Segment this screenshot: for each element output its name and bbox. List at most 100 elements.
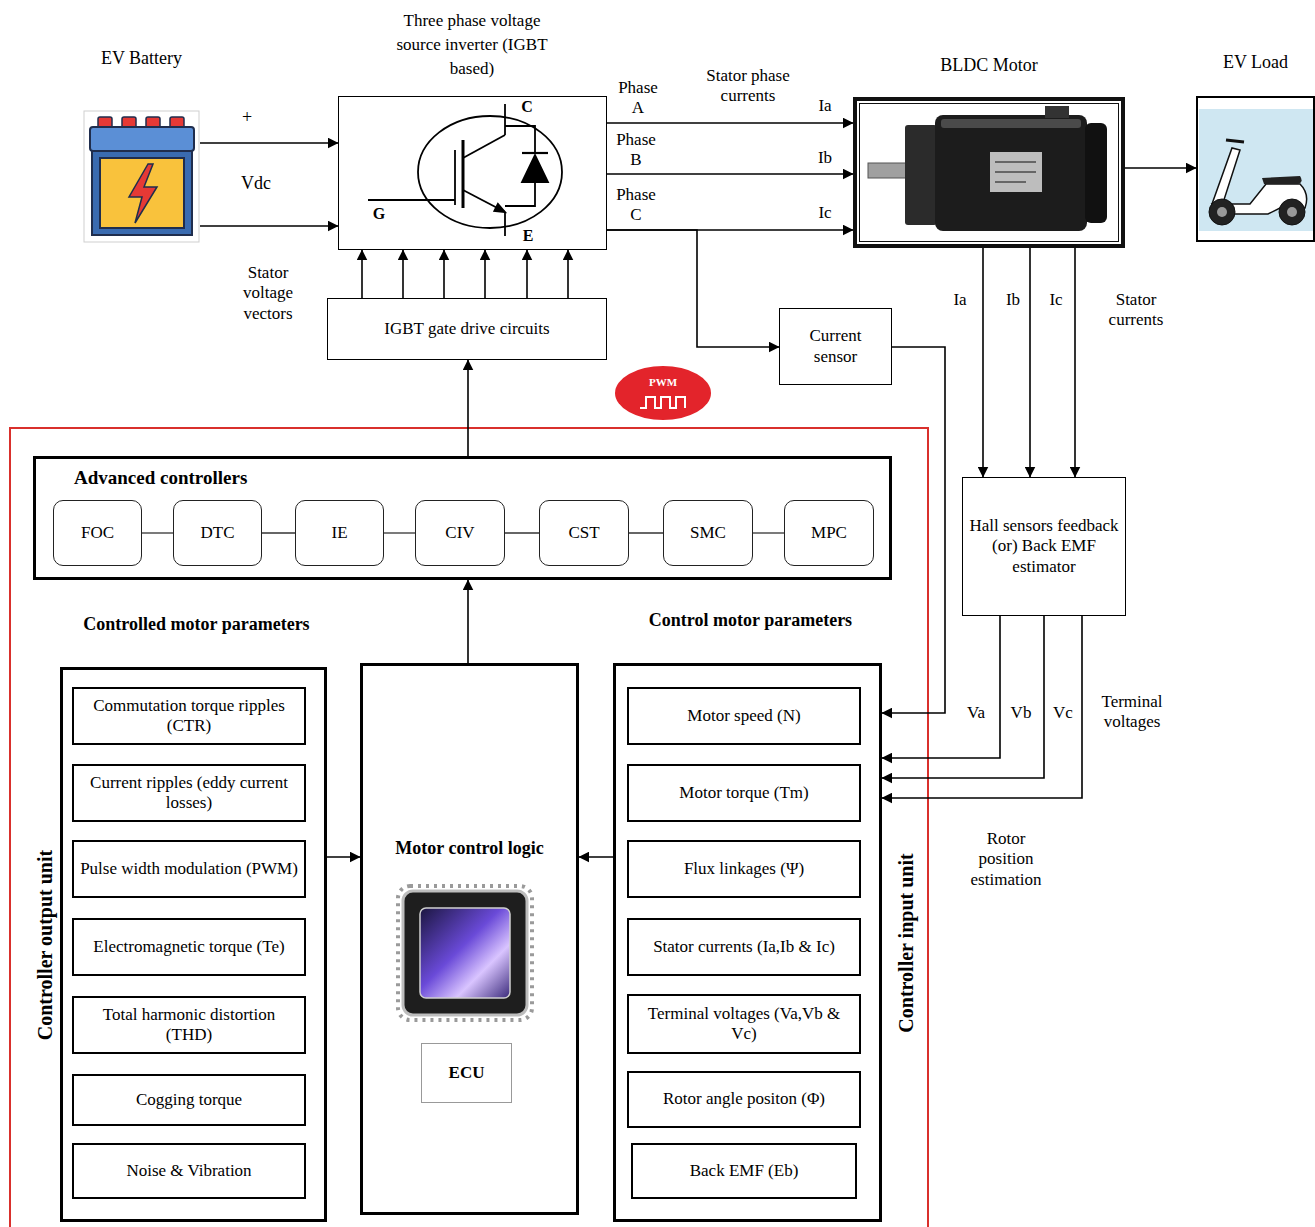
signal-label: Ic bbox=[1047, 290, 1064, 310]
chip-illustration bbox=[398, 886, 532, 1020]
node-text: IE bbox=[331, 523, 347, 543]
node-heading: EV Load bbox=[1198, 52, 1313, 74]
phase-label: Phase B bbox=[612, 130, 660, 171]
scooter-wheel bbox=[1279, 199, 1305, 225]
node-text: Current ripples (eddy current losses) bbox=[80, 773, 298, 814]
connector-arrow bbox=[982, 248, 984, 477]
node-text: Stator currents (Ia,Ib & Ic) bbox=[653, 937, 835, 957]
scooter-seat bbox=[1262, 176, 1302, 184]
scooter-wheel bbox=[1209, 199, 1235, 225]
annotation-label: Rotor position estimation bbox=[965, 829, 1047, 890]
connector-arrow bbox=[467, 580, 469, 663]
connector-arrow bbox=[1125, 167, 1196, 169]
signal-label: Va bbox=[965, 703, 987, 723]
scooter-hub bbox=[1287, 207, 1297, 217]
node-text: SMC bbox=[690, 523, 726, 543]
parameter-box: Pulse width modulation (PWM) bbox=[72, 840, 306, 898]
node-heading: Controller output unit bbox=[32, 805, 58, 1085]
ecu-box: ECU bbox=[421, 1043, 512, 1103]
gate-lead bbox=[368, 199, 455, 201]
emitter-lead bbox=[504, 212, 506, 236]
controller-pill: CST bbox=[539, 500, 629, 566]
connector-arrow bbox=[567, 250, 569, 298]
node-text: Terminal voltages (Va,Vb & Vc) bbox=[635, 1004, 853, 1045]
annotation-label: Terminal voltages bbox=[1094, 692, 1170, 733]
process-box: Three phase voltage source inverter (IGB… bbox=[338, 96, 607, 250]
node-text: Noise & Vibration bbox=[126, 1161, 251, 1181]
terminal-label: E bbox=[523, 226, 534, 245]
phase-label: Phase C bbox=[612, 185, 660, 226]
group-panel: Advanced controllersFOCDTCIECIVCSTSMCMPC bbox=[33, 456, 892, 580]
connector-arrow bbox=[882, 616, 1082, 798]
node-heading: Controlled motor parameters bbox=[43, 614, 350, 636]
motor-connector bbox=[1045, 106, 1069, 118]
signal-label: Vb bbox=[1009, 703, 1034, 723]
signal-label: Ic bbox=[816, 203, 833, 223]
annotation-label: Stator voltage vectors bbox=[233, 263, 303, 324]
controller-pill: CIV bbox=[415, 500, 505, 566]
connector-arrow bbox=[443, 250, 445, 298]
connector-arrow bbox=[1029, 248, 1031, 477]
parameter-box: Back EMF (Eb) bbox=[631, 1143, 857, 1199]
collector-lead bbox=[463, 135, 505, 158]
node-text: MPC bbox=[811, 523, 847, 543]
emitter-lead bbox=[463, 190, 505, 212]
chip-die bbox=[420, 908, 510, 998]
parameter-box: Commutation torque ripples (CTR) bbox=[72, 687, 306, 745]
node-heading: Three phase voltage source inverter (IGB… bbox=[394, 9, 550, 80]
group-panel: Control motor parametersController input… bbox=[613, 663, 882, 1222]
connector-arrow bbox=[607, 173, 853, 175]
parameter-box: Cogging torque bbox=[72, 1074, 306, 1126]
pwm-waveform bbox=[640, 397, 685, 408]
annotation-label: Stator currents bbox=[1098, 290, 1174, 331]
battery-frame bbox=[84, 111, 199, 242]
connector-line bbox=[629, 532, 663, 533]
connector-arrow bbox=[882, 616, 1044, 778]
parameter-box: Flux linkages (Ψ) bbox=[627, 840, 861, 898]
emitter-arrow bbox=[494, 204, 505, 212]
parameter-box: Total harmonic distortion (THD) bbox=[72, 996, 306, 1054]
battery-top bbox=[90, 127, 194, 151]
connector-arrow bbox=[526, 250, 528, 298]
channel-bar bbox=[462, 140, 465, 208]
diode-lead bbox=[505, 126, 535, 152]
node-heading: Motor control logic bbox=[363, 838, 576, 860]
motor-endcap bbox=[1085, 123, 1107, 223]
lightning-bolt bbox=[129, 164, 157, 223]
connector-line bbox=[142, 532, 173, 533]
phase-label: Phase A bbox=[614, 78, 662, 119]
connector-arrow bbox=[484, 250, 486, 298]
node-heading: Advanced controllers bbox=[74, 467, 474, 490]
parameter-box: Motor speed (N) bbox=[627, 687, 861, 745]
motor-shaft bbox=[868, 163, 908, 178]
motor-nameplate bbox=[990, 152, 1042, 192]
chip-pins bbox=[398, 886, 532, 1020]
parameter-box: Electromagnetic torque (Te) bbox=[72, 918, 306, 976]
battery-box: EV Battery bbox=[83, 110, 200, 243]
signal-label: Ia bbox=[816, 96, 833, 116]
signal-label: Vc bbox=[1051, 703, 1075, 723]
igbt-symbol bbox=[368, 104, 562, 236]
terminal-label: G bbox=[373, 204, 385, 223]
group-panel: Motor control logicECU bbox=[360, 663, 579, 1215]
connector-line bbox=[384, 532, 415, 533]
node-text: ECU bbox=[449, 1063, 485, 1083]
battery-cell bbox=[100, 158, 184, 228]
annotation-label: Stator phase currents bbox=[693, 66, 803, 107]
parameter-box: Terminal voltages (Va,Vb & Vc) bbox=[627, 994, 861, 1054]
scooter-illustration bbox=[1199, 109, 1313, 231]
parameter-box: Motor torque (Tm) bbox=[627, 764, 861, 822]
node-text: Cogging torque bbox=[136, 1090, 242, 1110]
motor-highlight bbox=[941, 119, 1081, 128]
battery-body bbox=[92, 151, 192, 235]
scooter-handlebar bbox=[1226, 140, 1244, 142]
connector-arrow bbox=[200, 225, 338, 227]
connector-arrow bbox=[327, 856, 360, 858]
node-heading: EV Battery bbox=[71, 48, 212, 70]
node-heading: Controller input unit bbox=[893, 803, 919, 1083]
scooter-ground bbox=[1199, 109, 1313, 231]
motor-body bbox=[935, 115, 1087, 231]
node-text: Motor torque (Tm) bbox=[679, 783, 808, 803]
nameplate-line bbox=[995, 181, 1026, 183]
